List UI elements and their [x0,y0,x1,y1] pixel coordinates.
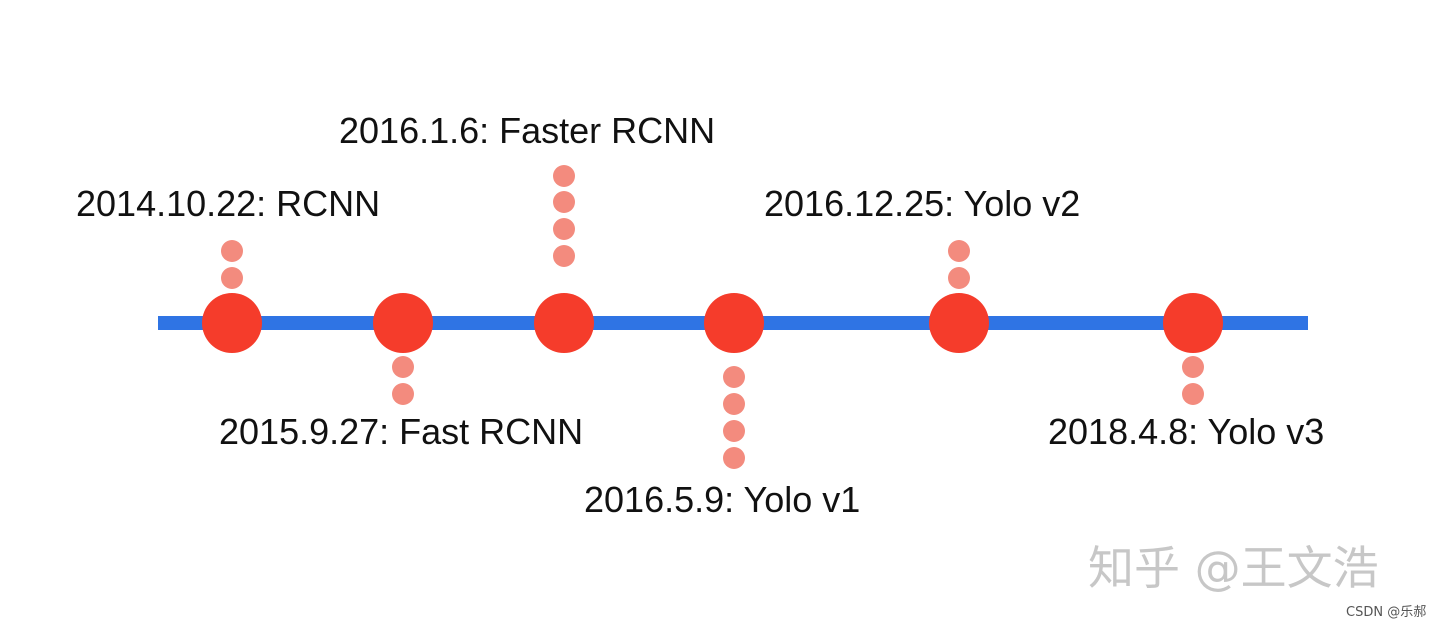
connector-dot [1182,356,1204,378]
connector-dot [553,191,575,213]
connector-dot [1182,383,1204,405]
timeline-node [373,293,433,353]
connector-dot [553,165,575,187]
event-label-yolo-v2: 2016.12.25: Yolo v2 [764,183,1080,224]
event-label-rcnn: 2014.10.22: RCNN [76,183,380,224]
connector-dot [221,267,243,289]
timeline-node [929,293,989,353]
connector-dot [392,356,414,378]
csdn-credit: CSDN @乐郝 [1346,605,1426,620]
connector-dot [723,393,745,415]
timeline-node [534,293,594,353]
connector-dot [553,245,575,267]
event-label-yolo-v3: 2018.4.8: Yolo v3 [1048,411,1324,452]
connector-dot [221,240,243,262]
connector-dot [392,383,414,405]
connector-dot [948,240,970,262]
timeline-node [202,293,262,353]
connector-dot [723,447,745,469]
timeline-node [704,293,764,353]
event-label-fast-rcnn: 2015.9.27: Fast RCNN [219,411,583,452]
connector-dot [553,218,575,240]
connector-dot [723,366,745,388]
event-label-faster-rcnn: 2016.1.6: Faster RCNN [339,110,715,151]
connector-dot [948,267,970,289]
watermark: 知乎 @王文浩 [1088,541,1379,595]
event-label-yolo-v1: 2016.5.9: Yolo v1 [584,479,860,520]
timeline-node [1163,293,1223,353]
connector-dot [723,420,745,442]
